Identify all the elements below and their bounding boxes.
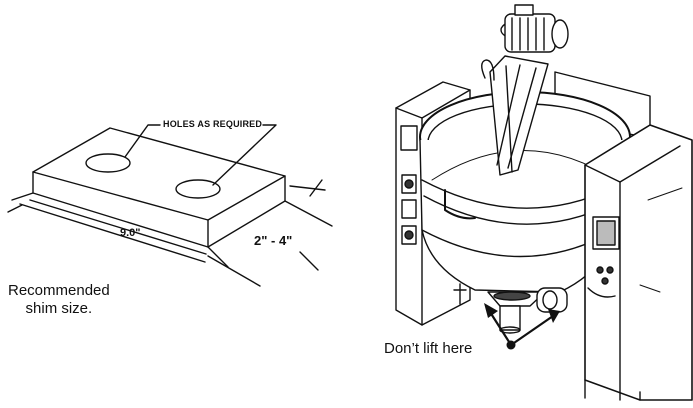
caption-line-1: Recommended [8, 282, 110, 299]
lift-warning-arrows [488, 310, 555, 347]
shim-plate [7, 124, 333, 287]
dont-lift-label: Don’t lift here [384, 340, 473, 357]
caption-line-2: shim size. [25, 300, 93, 317]
shim-caption: Recommended shim size. [8, 282, 110, 318]
arrowhead-right [548, 309, 560, 323]
holes-label: HOLES AS REQUIRED [163, 119, 263, 129]
shim-hole-left [85, 153, 131, 173]
holes-leader [124, 124, 161, 158]
length-dimension-label: 9.0" [120, 227, 141, 239]
shim-hole-right [175, 179, 221, 199]
tilting-kettle [395, 4, 693, 401]
width-dimension-label: 2" - 4" [254, 233, 293, 248]
pointer-dot [506, 340, 516, 350]
agitator-motor [500, 4, 569, 53]
arrowhead-left [484, 303, 498, 318]
